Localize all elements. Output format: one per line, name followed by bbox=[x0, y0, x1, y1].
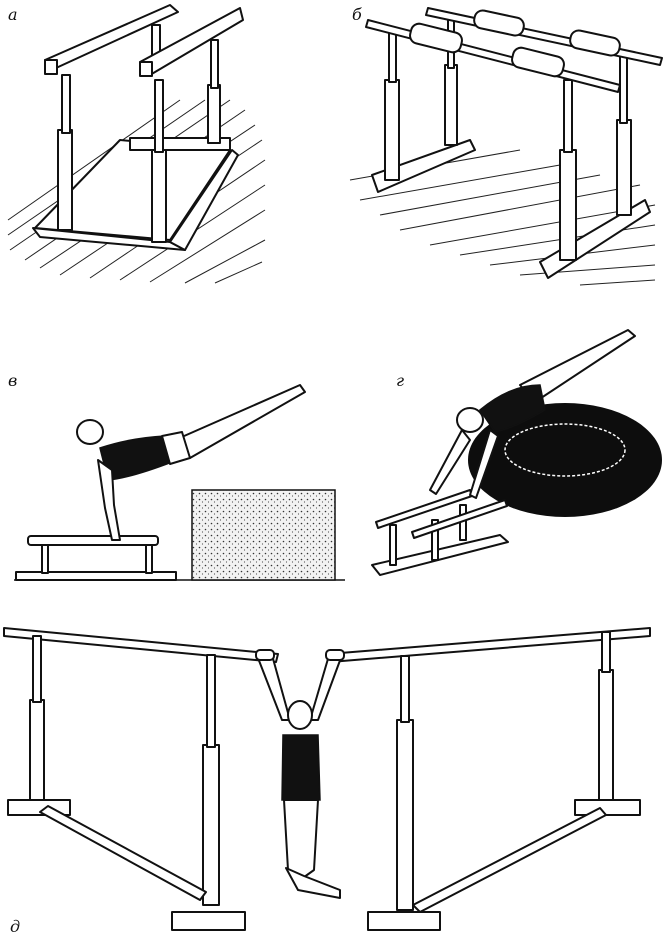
gymnast-g bbox=[429, 329, 636, 499]
panel-label-g: г bbox=[396, 371, 404, 390]
panel-b: б bbox=[349, 5, 663, 286]
panel-label-b: б bbox=[352, 5, 362, 24]
panel-v: в bbox=[8, 371, 345, 581]
mat-block-v bbox=[191, 489, 336, 581]
gymnast-hanging-d bbox=[255, 649, 345, 899]
panel-label-v: в bbox=[8, 371, 17, 390]
panel-d: д bbox=[3, 627, 651, 936]
panel-g: г bbox=[371, 329, 662, 576]
parallel-bars-b bbox=[365, 7, 663, 279]
panel-label-a: а bbox=[8, 5, 18, 24]
panel-label-d: д bbox=[10, 917, 20, 936]
low-bar-right-d bbox=[327, 627, 651, 931]
low-parallel-bars-g bbox=[371, 489, 509, 576]
parallel-bars-a bbox=[32, 4, 244, 251]
tire-g bbox=[468, 403, 662, 517]
gymnast-v bbox=[76, 384, 306, 541]
panel-a: а bbox=[7, 4, 266, 284]
low-parallel-bars-v bbox=[15, 535, 177, 581]
low-bar-left-d bbox=[3, 627, 279, 931]
